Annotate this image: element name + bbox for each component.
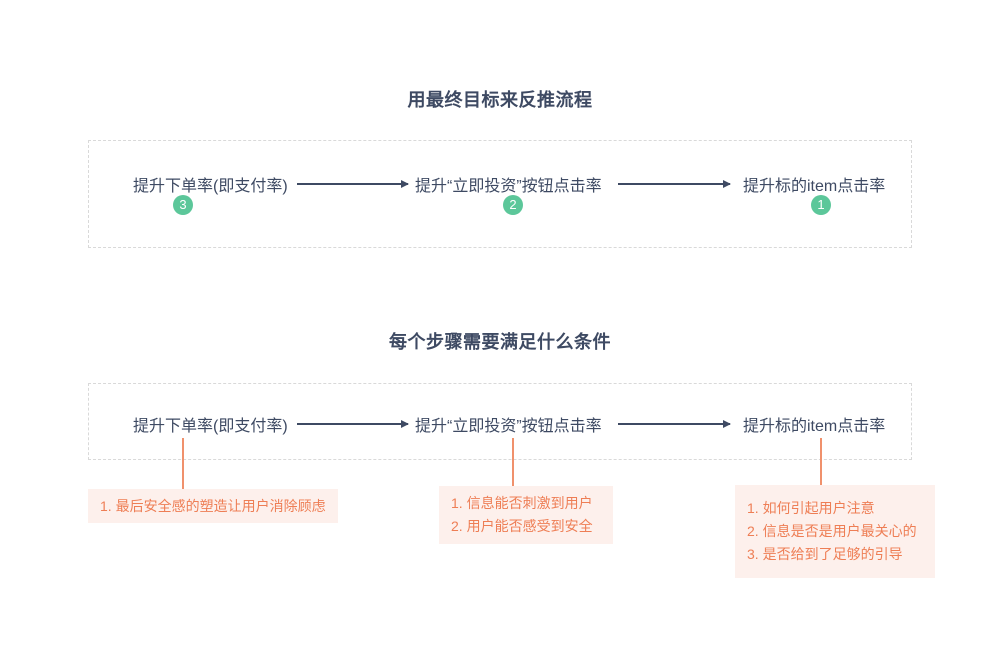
note-item: 2. 信息是否是用户最关心的 <box>747 523 917 539</box>
arrow-right-icon <box>618 420 731 428</box>
bottom-flow-panel <box>88 383 912 460</box>
top-section-title: 用最终目标来反推流程 <box>407 90 593 110</box>
bottom-section-title: 每个步骤需要满足什么条件 <box>389 332 611 352</box>
arrow-right-icon <box>297 420 409 428</box>
note-item: 3. 是否给到了足够的引导 <box>747 546 903 562</box>
note-item: 1. 如何引起用户注意 <box>747 500 875 516</box>
bottom-step-2-label: 提升“立即投资”按钮点击率 <box>415 418 602 435</box>
bottom-step-3-label: 提升标的item点击率 <box>743 418 886 435</box>
top-step-2-label: 提升“立即投资”按钮点击率 <box>415 178 602 195</box>
top-step-1-label: 提升下单率(即支付率) <box>133 178 288 195</box>
step-order-badge: 1 <box>811 195 831 215</box>
note-connector-line <box>182 438 184 489</box>
note-connector-line <box>820 438 822 485</box>
step-order-badge: 3 <box>173 195 193 215</box>
note-box-step-3: 1. 如何引起用户注意 2. 信息是否是用户最关心的 3. 是否给到了足够的引导 <box>735 485 935 578</box>
note-item: 2. 用户能否感受到安全 <box>451 518 593 534</box>
arrow-right-icon <box>618 180 731 188</box>
top-flow-panel <box>88 140 912 248</box>
note-box-step-2: 1. 信息能否刺激到用户 2. 用户能否感受到安全 <box>439 486 613 544</box>
bottom-step-1-label: 提升下单率(即支付率) <box>133 418 288 435</box>
arrow-right-icon <box>297 180 409 188</box>
note-connector-line <box>512 438 514 486</box>
note-box-step-1: 1. 最后安全感的塑造让用户消除顾虑 <box>88 489 338 523</box>
top-step-3-label: 提升标的item点击率 <box>743 178 886 195</box>
note-item: 1. 最后安全感的塑造让用户消除顾虑 <box>100 497 326 514</box>
note-item: 1. 信息能否刺激到用户 <box>451 495 593 511</box>
step-order-badge: 2 <box>503 195 523 215</box>
